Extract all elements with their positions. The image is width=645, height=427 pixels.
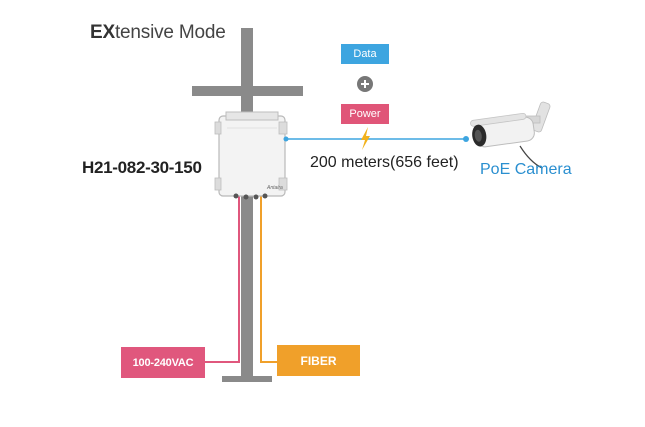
- line-end-dot: [463, 136, 469, 142]
- ac-power-line: [205, 194, 240, 363]
- camera-icon: [470, 101, 551, 169]
- brand-logo: Antaira: [266, 185, 283, 191]
- pole-crossbar: [192, 86, 303, 96]
- plus-circle-icon: [357, 76, 373, 92]
- fiber-input-box: FIBER: [277, 345, 360, 376]
- ac-input-box: 100-240VAC: [121, 347, 205, 378]
- page-title: EXtensive Mode: [90, 22, 226, 44]
- lightning-bolt-icon: [361, 127, 370, 150]
- line-start-dot: [283, 136, 289, 142]
- pole-base: [222, 376, 272, 382]
- camera-label: PoE Camera: [480, 161, 572, 178]
- data-badge: Data: [341, 44, 389, 64]
- power-badge: Power: [341, 104, 389, 124]
- pole-vertical: [241, 28, 253, 380]
- fiber-line: [260, 194, 277, 363]
- enclosure-device: [214, 111, 288, 200]
- model-number: H21-082-30-150: [82, 158, 202, 177]
- title-rest: tensive Mode: [114, 22, 226, 43]
- title-bold: EX: [90, 22, 115, 43]
- distance-label: 200 meters(656 feet): [310, 154, 459, 171]
